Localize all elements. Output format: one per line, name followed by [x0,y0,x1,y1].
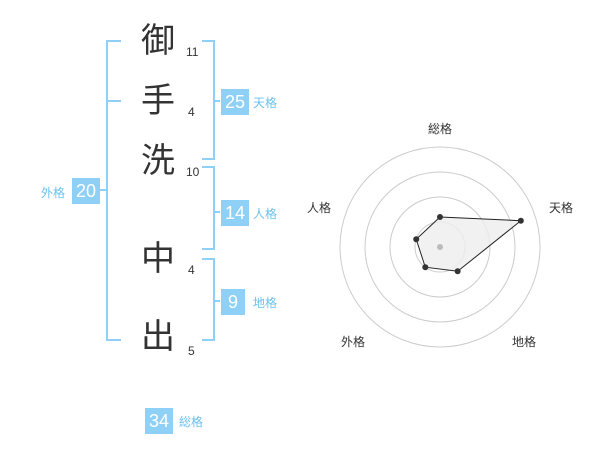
name-char-5: 出 [141,317,175,357]
radar-center-dot [437,244,443,250]
name-char-3: 洗 [141,141,175,181]
tenkaku-label: 天格 [253,96,278,110]
jinkaku-label: 人格 [253,207,278,221]
radar-label-chikaku: 地格 [512,335,537,349]
radar-label-jinkaku: 人格 [307,201,332,215]
stroke-count-3: 10 [186,165,200,179]
radar-point-soukaku [437,214,443,220]
jinkaku-score: 14 [221,200,249,226]
name-char-4: 中 [141,239,175,279]
stroke-count-4: 4 [188,263,195,277]
chikaku-label: 地格 [253,296,278,310]
radar-point-jinkaku [413,236,420,243]
gaikaku-score: 20 [72,178,100,204]
stroke-count-1: 11 [186,45,199,59]
radar-grid-ring-1 [339,146,541,348]
soukaku-label: 総格 [179,415,204,429]
radar-label-soukaku: 総格 [428,122,453,136]
radar-label-gaikaku: 外格 [341,335,366,349]
radar-point-tenkaku [517,217,524,224]
gaikaku-label: 外格 [41,186,66,200]
soukaku-score: 34 [145,408,173,434]
radar-label-tenkaku: 天格 [549,201,574,215]
name-char-1: 御 [141,21,175,61]
name-char-2: 手 [141,81,175,121]
radar-grid-ring-2 [364,171,516,323]
radar-grid-ring-3 [389,196,491,298]
stroke-count-5: 5 [188,344,195,358]
stroke-count-2: 4 [188,105,195,119]
tenkaku-score: 25 [221,89,249,115]
radar-point-gaikaku [422,264,429,271]
radar-point-chikaku [454,268,461,275]
radar-polygon [415,216,523,272]
chikaku-score: 9 [221,289,245,315]
